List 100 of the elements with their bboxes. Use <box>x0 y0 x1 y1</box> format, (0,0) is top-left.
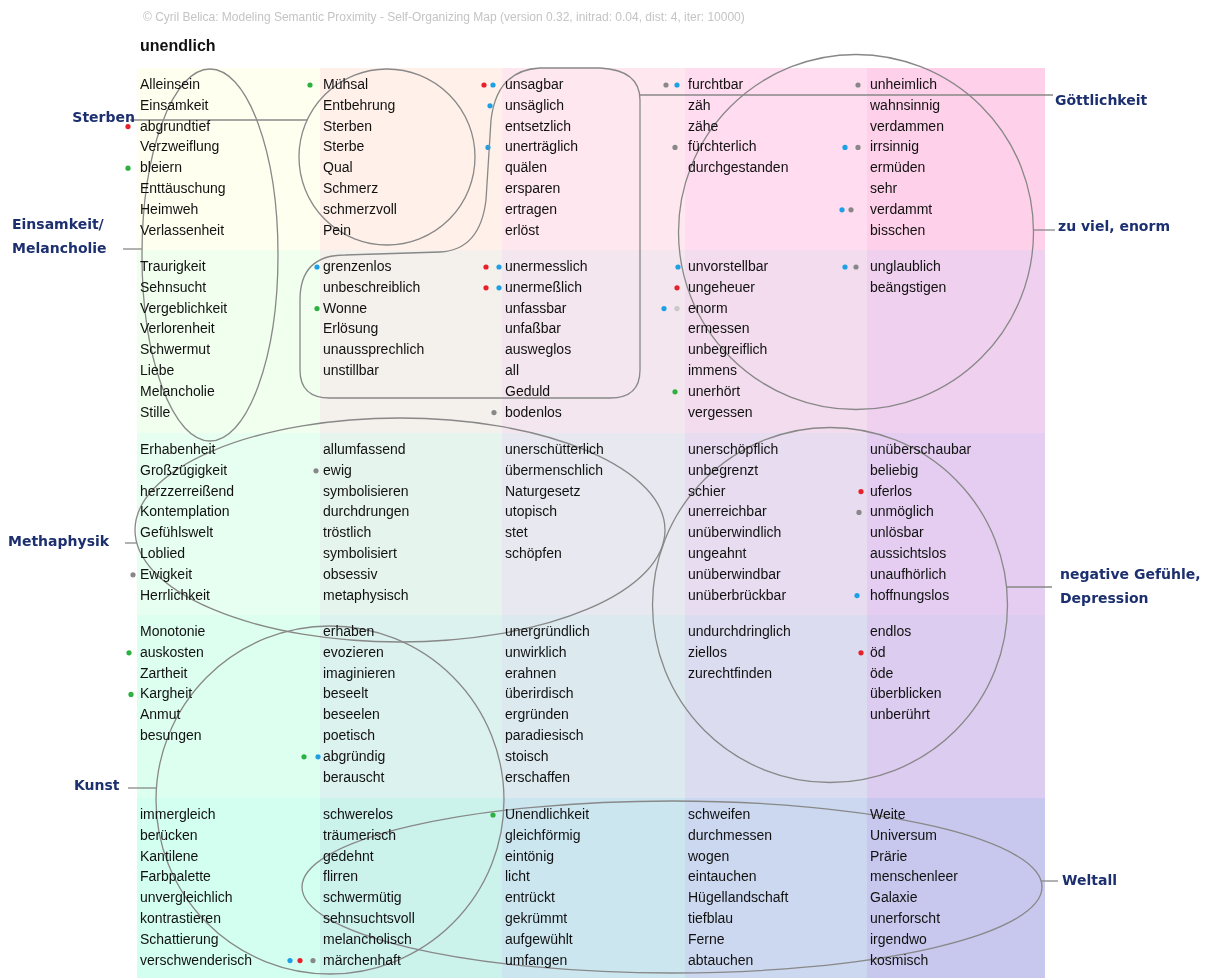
leader-line <box>127 787 158 789</box>
word-label: Kargheit <box>140 684 193 704</box>
word-label: verschwenderisch <box>140 950 253 970</box>
word-label: märchenhaft <box>323 950 401 970</box>
word-label: Mühsal <box>323 75 369 94</box>
cluster-circle <box>298 68 476 246</box>
word-label: unüberwindbar <box>688 564 781 584</box>
word-label: bodenlos <box>505 402 562 422</box>
word-label: berauscht <box>323 767 385 787</box>
cluster-circle <box>651 426 1009 784</box>
word-label: abtauchen <box>688 950 754 970</box>
word-label: herzzerreißend <box>140 481 235 501</box>
leader-line <box>1040 880 1059 882</box>
word-label: unbegreiflich <box>688 340 768 360</box>
word-label: unerhört <box>688 381 741 401</box>
word-label: Großzügigkeit <box>140 460 228 480</box>
word-label: grenzenlos <box>323 257 392 276</box>
word-label: Ewigkeit <box>140 564 193 584</box>
word-label: undurchdringlich <box>688 622 791 641</box>
word-label: Qual <box>323 158 353 178</box>
word-label: Alleinsein <box>140 75 200 94</box>
word-label: unerreichbar <box>688 502 767 522</box>
word-label: Schmerz <box>323 179 379 198</box>
word-label: abgründig <box>323 746 386 766</box>
word-label: Gefühlswelt <box>140 523 214 543</box>
cluster-label: Methaphysik <box>8 529 126 553</box>
word-label: uferlos <box>870 481 913 501</box>
map-title: unendlich <box>140 37 216 55</box>
word-label: zäh <box>688 95 711 115</box>
word-label: Loblied <box>140 544 186 563</box>
word-label: aussichtslos <box>870 544 947 563</box>
word-label: Kantilene <box>140 846 199 866</box>
word-label: schwermütig <box>323 888 402 908</box>
word-label: verdammen <box>870 116 944 136</box>
word-label: ergründen <box>505 705 569 725</box>
word-label: poetisch <box>323 726 376 745</box>
word-label: öd <box>870 642 886 662</box>
leader-line <box>1032 229 1056 231</box>
word-label: gedehnt <box>323 846 374 866</box>
word-label: irrsinnig <box>870 137 919 157</box>
word-label: berücken <box>140 825 198 845</box>
word-label: stet <box>505 523 528 543</box>
word-label: schweifen <box>688 805 751 824</box>
word-label: Zartheit <box>140 663 188 683</box>
word-label: unmöglich <box>870 502 934 522</box>
word-label: unerschütterlich <box>505 440 604 459</box>
word-label: Schwermut <box>140 340 211 360</box>
word-label: kontrastieren <box>140 909 221 928</box>
word-label: entrückt <box>505 888 555 908</box>
cluster-label: Einsamkeit/ Melancholie <box>12 212 124 260</box>
word-label: unbeschreiblich <box>323 277 421 297</box>
word-label: unergründlich <box>505 622 590 641</box>
word-label: erahnen <box>505 663 557 683</box>
word-label: sehr <box>870 179 898 198</box>
word-label: beseelt <box>323 684 369 704</box>
cluster-ellipse <box>134 417 666 643</box>
word-label: unfassbar <box>505 298 567 318</box>
word-label: enorm <box>688 298 728 318</box>
word-label: übermenschlich <box>505 460 604 480</box>
word-label: ermüden <box>870 158 926 178</box>
word-label: flirren <box>323 867 358 887</box>
word-label: Anmut <box>140 705 181 725</box>
word-label: melancholisch <box>323 929 412 949</box>
word-label: beseelen <box>323 705 380 725</box>
cluster-label: zu viel, enorm <box>1058 214 1198 238</box>
word-label: ersparen <box>505 179 561 198</box>
word-label: unaufhörlich <box>870 564 947 584</box>
word-label: Entbehrung <box>323 95 396 115</box>
copyright-note: © Cyril Belica: Modeling Semantic Proximity - Self-Organizing Map (version 0.32, initrad: 0.04, dist: 4, iter: 10000) <box>143 10 745 24</box>
word-label: schwerelos <box>323 805 394 824</box>
word-label: unermeßlich <box>505 277 583 297</box>
word-label: Herrlichkeit <box>140 585 210 605</box>
word-label: umfangen <box>505 950 568 970</box>
word-label: aufgewühlt <box>505 929 573 949</box>
word-label: schier <box>688 481 726 501</box>
word-label: Pein <box>323 220 352 240</box>
word-label: unglaublich <box>870 257 941 276</box>
word-label: Erhabenheit <box>140 440 216 459</box>
word-label: hoffnungslos <box>870 585 950 605</box>
leader-line <box>122 248 143 250</box>
word-label: erschaffen <box>505 767 571 787</box>
word-label: zurechtfinden <box>688 663 773 683</box>
word-label: Wonne <box>323 298 368 318</box>
word-label: kosmisch <box>870 950 929 970</box>
word-label: metaphysisch <box>323 585 409 605</box>
word-label: evozieren <box>323 642 384 662</box>
word-label: vergessen <box>688 402 753 422</box>
word-label: allumfassend <box>323 440 406 459</box>
word-label: durchdrungen <box>323 502 410 522</box>
word-label: Prärie <box>870 846 908 866</box>
word-label: Verlorenheit <box>140 319 215 339</box>
word-label: Universum <box>870 825 937 845</box>
word-label: Kontemplation <box>140 502 230 522</box>
word-label: irgendwo <box>870 929 927 949</box>
word-label: stoisch <box>505 746 549 766</box>
cluster-ellipse <box>141 68 279 442</box>
word-label: endlos <box>870 622 912 641</box>
cluster-label: Weltall <box>1062 868 1142 892</box>
word-label: imaginieren <box>323 663 396 683</box>
word-label: Schattierung <box>140 929 219 949</box>
